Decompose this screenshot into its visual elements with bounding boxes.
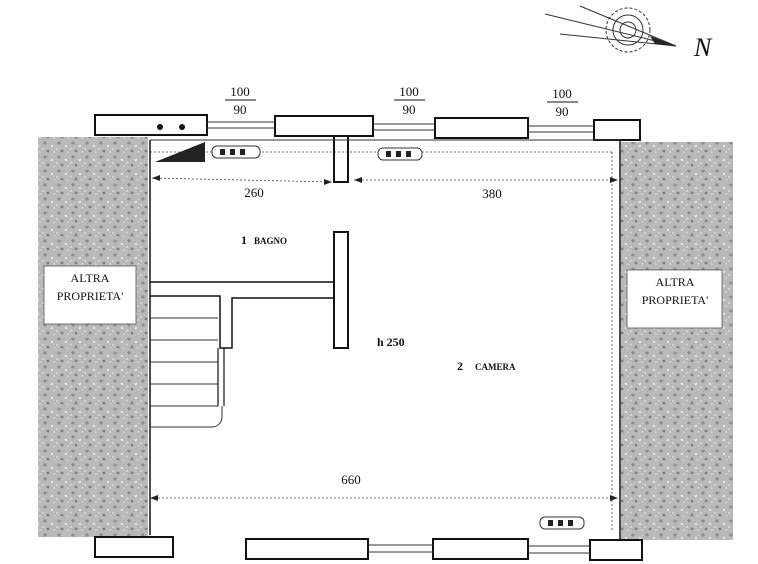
room-label-camera: 2 CAMERA: [457, 359, 516, 373]
svg-text:100: 100: [399, 84, 419, 99]
svg-text:PROPRIETA': PROPRIETA': [642, 293, 709, 307]
radiator-icon: [211, 145, 261, 159]
left-neighbor-area: [38, 137, 148, 537]
svg-text:100: 100: [552, 86, 572, 101]
top-wall-left: [94, 114, 208, 136]
svg-text:90: 90: [234, 102, 247, 117]
left-neighbor-label: ALTRA PROPRIETA': [43, 265, 137, 325]
svg-text:1: 1: [241, 233, 247, 247]
partition-top-stub: [333, 135, 349, 183]
total-width-label: 660: [341, 472, 361, 487]
bagno-width-label: 260: [244, 185, 264, 200]
bottom-wall-corner: [589, 539, 643, 561]
bottom-wall-right: [432, 538, 529, 560]
north-label: N: [693, 33, 713, 62]
right-neighbor-area: [621, 142, 733, 540]
radiator-icon: [377, 147, 423, 161]
camera-top-width-label: 380: [482, 186, 502, 201]
room-label-bagno: 1 BAGNO: [241, 233, 287, 247]
radiator-icon: [539, 516, 585, 530]
top-wall-right: [434, 117, 529, 139]
svg-text:100: 100: [230, 84, 250, 99]
window-size-2: 100 90: [394, 84, 425, 117]
svg-text:CAMERA: CAMERA: [475, 362, 516, 372]
svg-text:ALTRA: ALTRA: [656, 275, 695, 289]
svg-text:90: 90: [403, 102, 416, 117]
ceiling-height-label: h 250: [377, 335, 405, 349]
svg-text:2: 2: [457, 359, 463, 373]
svg-text:ALTRA: ALTRA: [71, 271, 110, 285]
water-heater-icon: [155, 142, 205, 162]
bathroom-vertical-wall: [333, 231, 349, 349]
svg-text:PROPRIETA': PROPRIETA': [57, 289, 124, 303]
top-wall-corner: [593, 119, 641, 141]
bottom-wall-middle: [245, 538, 369, 560]
svg-text:BAGNO: BAGNO: [254, 236, 287, 246]
bottom-wall-left: [94, 536, 174, 558]
right-neighbor-label: ALTRA PROPRIETA': [626, 269, 723, 329]
svg-text:90: 90: [556, 104, 569, 119]
staircase: [150, 317, 225, 428]
compass-icon: [544, 5, 677, 53]
window-size-1: 100 90: [225, 84, 256, 117]
window-size-3: 100 90: [547, 86, 578, 119]
top-wall-middle: [274, 115, 374, 137]
